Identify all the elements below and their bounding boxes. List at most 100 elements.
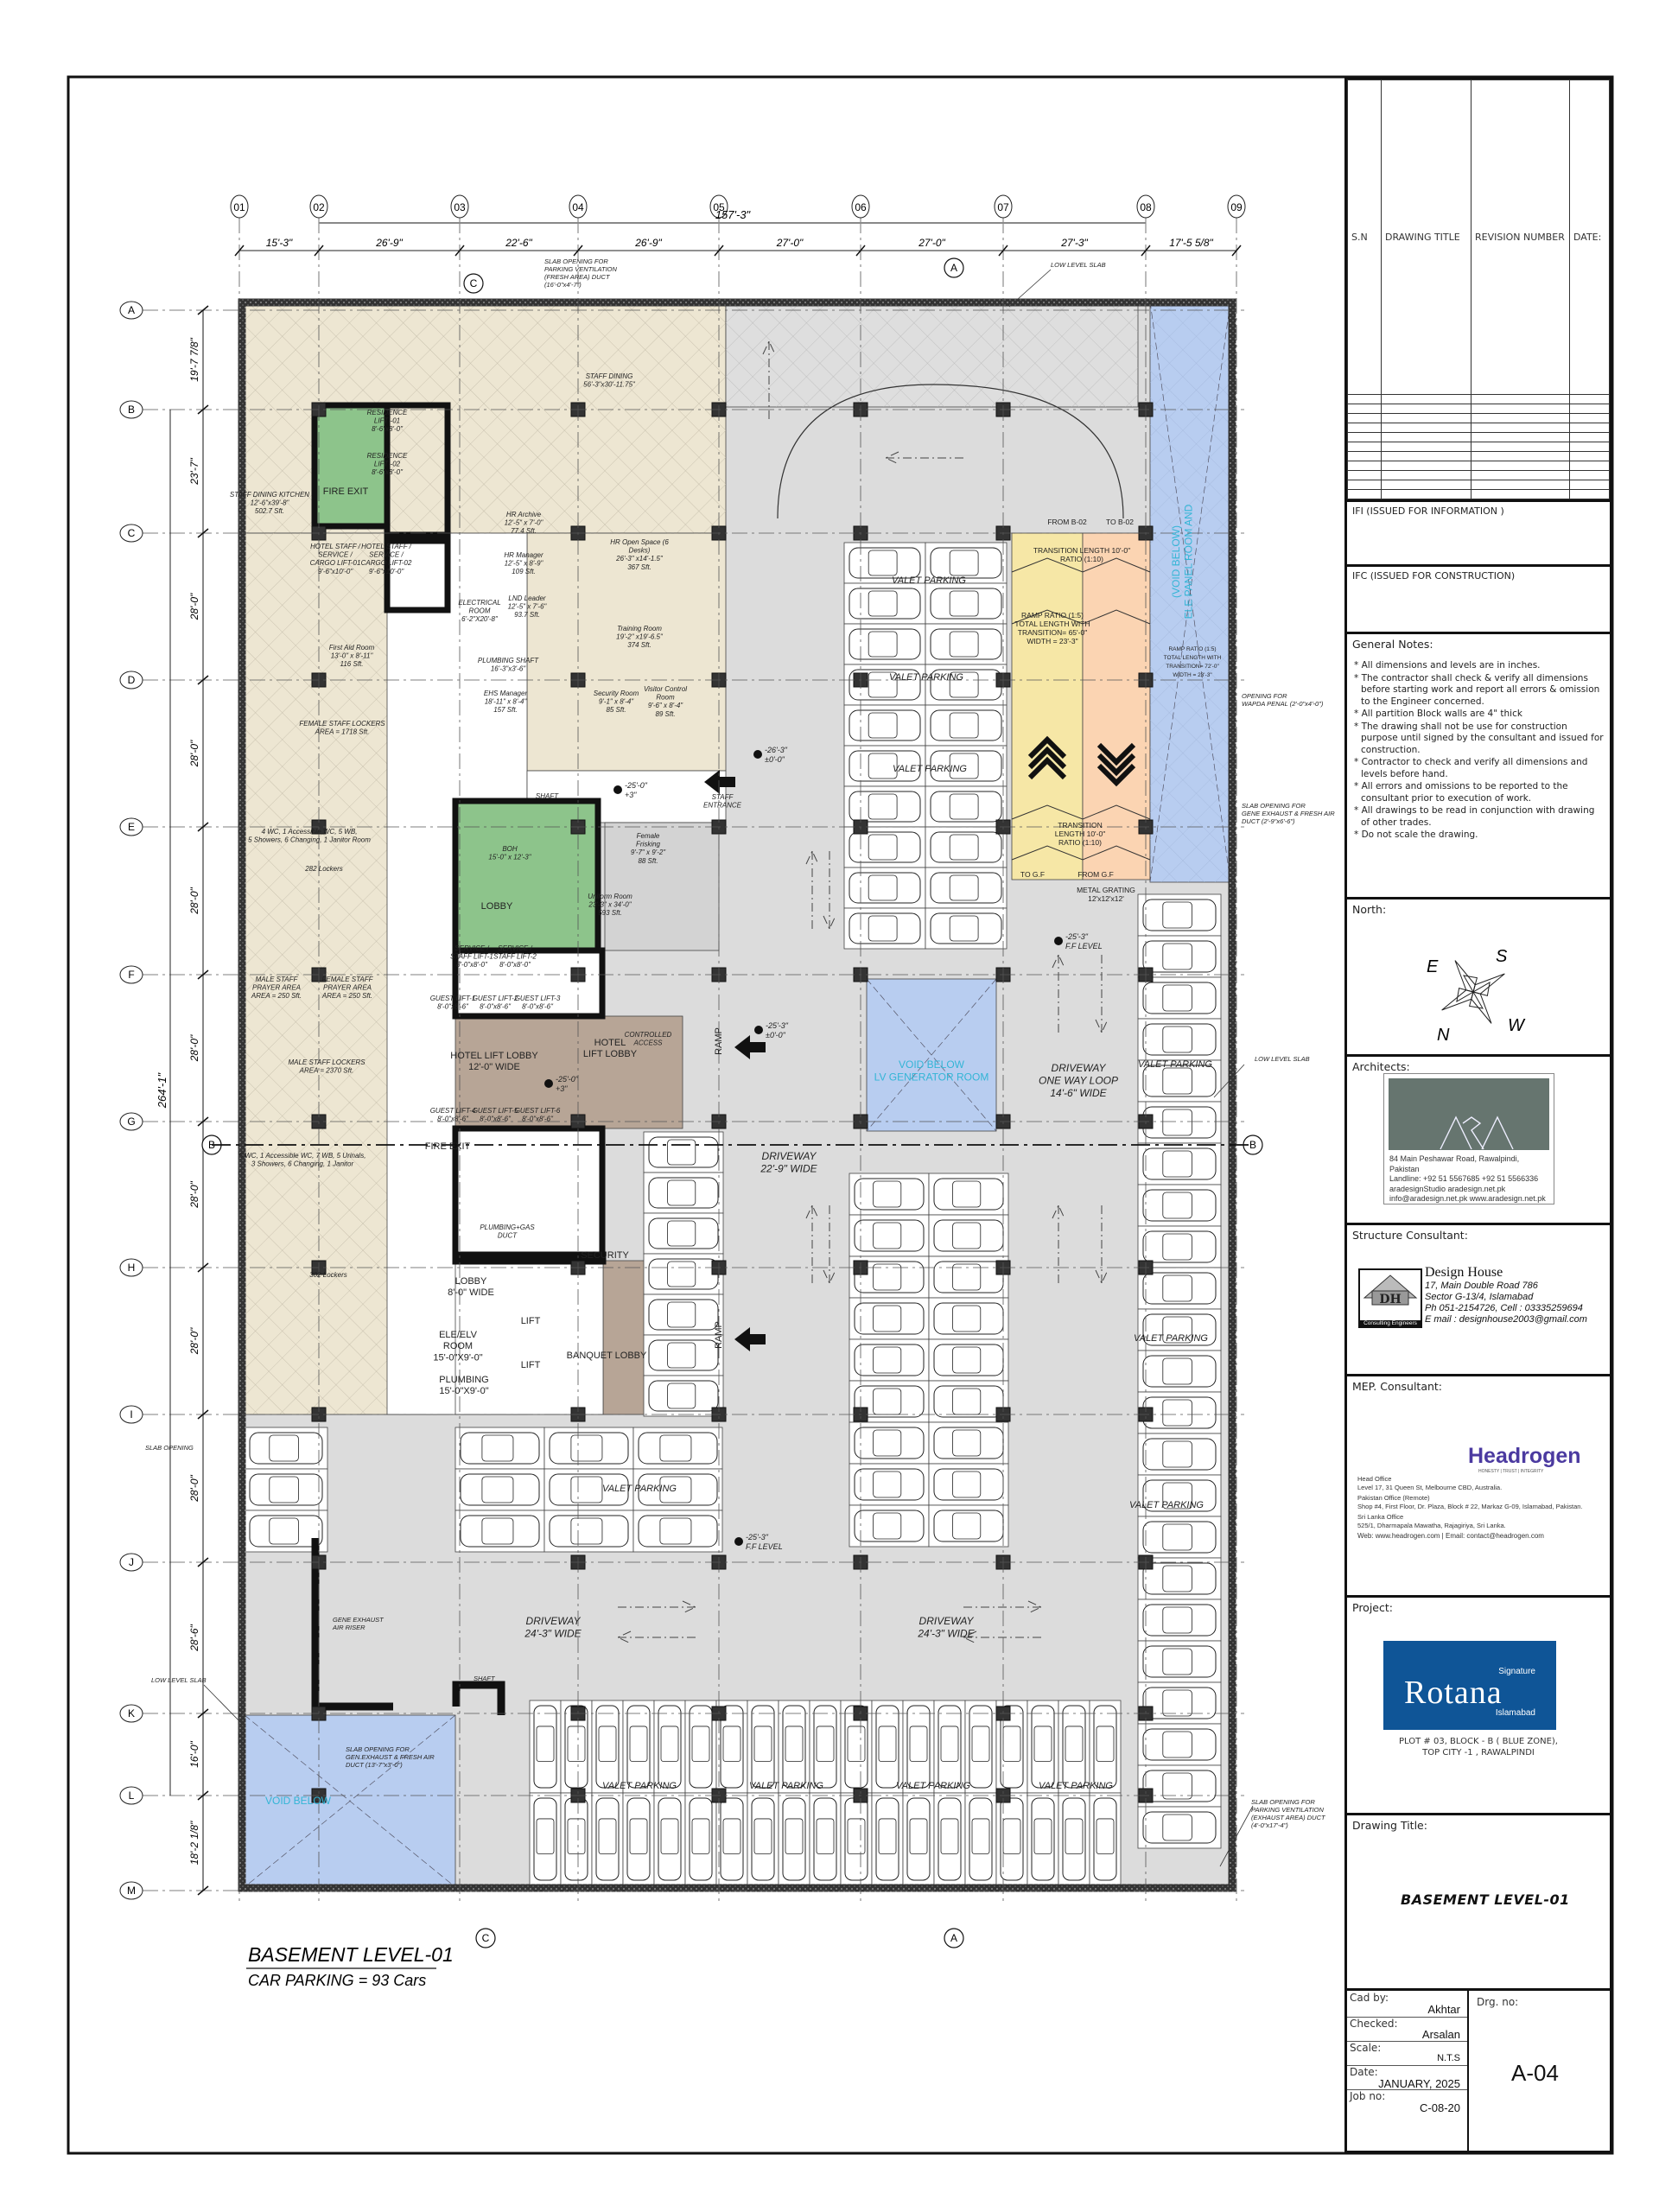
- car-icon: [1000, 1797, 1024, 1881]
- room-label-line: 8'-0"x8'-6": [480, 1116, 512, 1123]
- room-label-line: GUEST LIFT-2: [473, 995, 518, 1002]
- room-label-line: 12'-5" x 8'-9": [505, 560, 544, 568]
- ramp-transition-mark: [1011, 845, 1151, 861]
- section-marker-label: A: [950, 1932, 957, 1944]
- car-icon: [933, 1468, 1004, 1501]
- direction-arrow-icon: [1052, 1204, 1065, 1283]
- room-label-line: CARGO LIFT-02: [361, 559, 412, 567]
- revision-cell: [1471, 412, 1570, 423]
- revision-cell: [1569, 393, 1610, 404]
- ifc-box: IFC (ISSUED FOR CONSTRUCTION): [1344, 567, 1612, 634]
- room-label-line: CONTROLLED: [625, 1031, 672, 1039]
- parking-stall: [843, 785, 926, 828]
- level-marker-icon: [1054, 937, 1063, 945]
- architects-box: Architects: 84 Main Peshawar Road, Rawal…: [1344, 1057, 1612, 1225]
- dimension-tick: [454, 245, 465, 257]
- room-label-line: 593 Sft.: [598, 909, 622, 917]
- parking-stall: [843, 582, 926, 625]
- revision-cell: [1347, 460, 1382, 471]
- scale-value: N.T.S: [1437, 2053, 1460, 2063]
- room-label-line: 13'-0" x 8'-11": [331, 652, 374, 660]
- grid-label-column: 06: [855, 201, 867, 213]
- void-label-line: LV GENERATOR ROOM: [874, 1071, 989, 1083]
- room-label-line: 89 Sft.: [655, 710, 675, 718]
- car-icon: [648, 1380, 719, 1412]
- job-value: C-08-20: [1420, 2101, 1460, 2114]
- parking-label: VALET PARKING: [1138, 1059, 1212, 1070]
- row-dimension: 28'-0": [188, 1474, 200, 1502]
- parking-stall: [1137, 1267, 1222, 1310]
- car-icon: [1142, 982, 1217, 1014]
- structure-phone: Ph 051-2154726, Cell : 03335259694: [1425, 1303, 1583, 1313]
- revision-cell: [1569, 403, 1610, 414]
- parking-stall: [925, 704, 1007, 747]
- direction-arrow-icon: [762, 340, 776, 419]
- ifi-box: IFI (ISSUED FOR INFORMATION ): [1344, 502, 1612, 567]
- room-label-line: STAFF LIFT-1: [450, 953, 493, 961]
- car-icon: [854, 1178, 925, 1211]
- grid-bubble-column: [569, 194, 588, 219]
- car-icon: [1142, 1645, 1217, 1678]
- parking-stall: [928, 1421, 1009, 1465]
- parking-stall: [849, 1214, 930, 1257]
- parking-stall: [715, 1792, 748, 1886]
- parking-stall: [1137, 1018, 1222, 1061]
- grid-label-column: 05: [713, 201, 725, 213]
- level-label-line: ±0'-0": [766, 1031, 786, 1039]
- structure-name: Design House: [1425, 1265, 1503, 1280]
- car-icon: [854, 1510, 925, 1542]
- room-label-line: Security Room: [594, 690, 639, 697]
- grid-label-row: H: [128, 1262, 136, 1274]
- plan-title: BASEMENT LEVEL-01: [248, 1943, 454, 1966]
- structure-address1: 17, Main Double Road 786: [1425, 1281, 1538, 1291]
- annotation-label-line: LOW LEVEL SLAB: [1051, 261, 1106, 269]
- parking-stall: [843, 867, 926, 909]
- parking-stall: [849, 1338, 930, 1382]
- parking-label-line: VALET PARKING: [602, 1484, 677, 1494]
- north-box: North: E S N W: [1344, 899, 1612, 1057]
- project-label: Project:: [1352, 1601, 1393, 1614]
- revision-cell: [1471, 450, 1570, 461]
- dimension-tick: [197, 305, 209, 315]
- room-label-line: FIRE EXIT: [323, 486, 369, 497]
- room-label-line: PRAYER AREA: [252, 984, 301, 992]
- car-icon: [1142, 940, 1217, 973]
- room-label-line: MALE STAFF: [256, 976, 299, 983]
- room-label-line: 367 Sft.: [627, 563, 652, 571]
- room-label-line: SERVICE /: [369, 551, 404, 559]
- grid-bubble-row: [119, 1553, 143, 1572]
- annotation-label-line: SLAB OPENING FOR: [544, 257, 608, 265]
- revision-row: [1347, 488, 1610, 500]
- dimension-tick: [714, 245, 724, 257]
- dimension-tick: [234, 245, 245, 257]
- dimension-tick: [197, 1116, 209, 1127]
- parking-label-line: VALET PARKING: [749, 1781, 823, 1791]
- revision-cell: [1381, 469, 1471, 480]
- car-icon: [875, 1705, 899, 1789]
- ramp-up: [1011, 532, 1084, 880]
- car-icon: [849, 912, 921, 944]
- row-dimension: 18'-2 1/8": [188, 1821, 200, 1865]
- dimension-tick: [197, 1262, 209, 1273]
- car-icon: [720, 1797, 744, 1881]
- parking-stall: [653, 1792, 686, 1886]
- section-marker-label: B: [1249, 1139, 1256, 1151]
- compass-n: N: [1437, 1026, 1450, 1045]
- parking-label-line: VALET PARKING: [1138, 1059, 1212, 1070]
- parking-stall: [1137, 1101, 1222, 1144]
- parking-stall: [643, 1131, 724, 1173]
- parking-stall: [928, 1255, 1009, 1299]
- room-label-line: 8'-0"x8'-6": [437, 1003, 469, 1011]
- architect-social: aradesignStudio aradesign.net.pk: [1389, 1184, 1506, 1193]
- room-label: LIFT: [521, 1316, 541, 1326]
